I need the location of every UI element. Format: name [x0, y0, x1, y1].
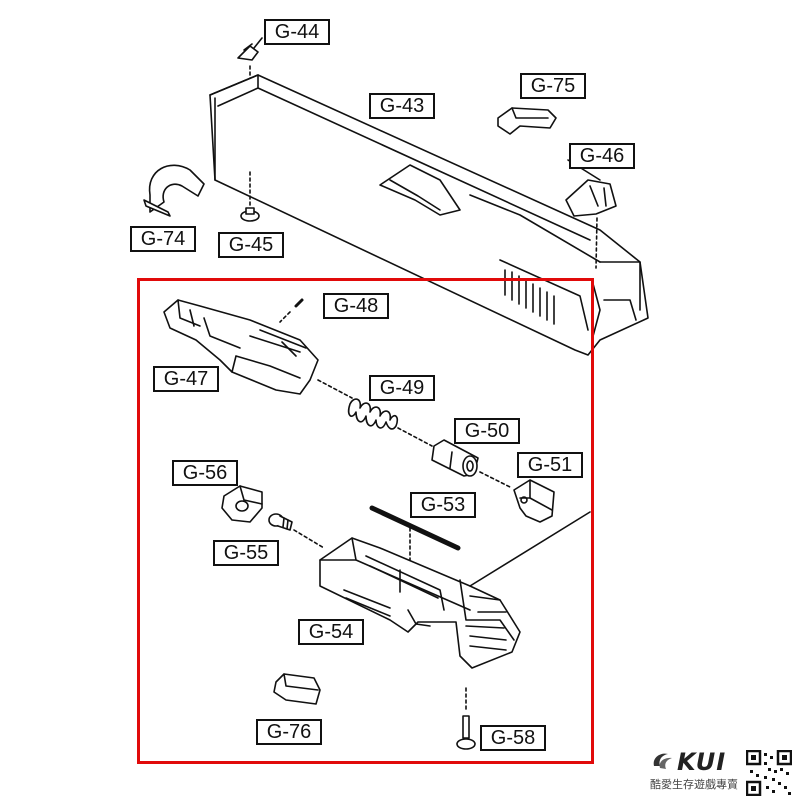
label-g45: G-45 [218, 232, 284, 258]
label-g55: G-55 [213, 540, 279, 566]
part-g47-assembly [163, 299, 353, 399]
brand-emblem-icon [653, 753, 672, 769]
label-g58: G-58 [480, 725, 546, 751]
label-g46: G-46 [569, 143, 635, 169]
part-g75 [497, 107, 557, 135]
part-g58-screw [456, 687, 476, 750]
part-g56 [221, 485, 263, 523]
brand-logo: KUI 酷愛生存遊戲專賣 [650, 748, 740, 794]
part-g43-slide [209, 74, 649, 356]
label-g53: G-53 [410, 492, 476, 518]
label-g76: G-76 [256, 719, 322, 745]
label-g43: G-43 [369, 93, 435, 119]
qr-code-icon [746, 750, 792, 796]
label-g47: G-47 [153, 366, 219, 392]
part-g54-block [319, 511, 591, 669]
label-g49: G-49 [369, 375, 435, 401]
part-g55-screw [268, 513, 325, 549]
brand-wordmark: KUI [677, 748, 727, 776]
label-g74: G-74 [130, 226, 196, 252]
part-g74 [143, 164, 205, 217]
part-g49-spring [347, 398, 433, 447]
brand-tagline: 酷愛生存遊戲專賣 [650, 778, 738, 791]
label-g56: G-56 [172, 460, 238, 486]
label-g51: G-51 [517, 452, 583, 478]
part-g46-rear-sight [565, 179, 617, 269]
part-g51 [513, 479, 555, 523]
label-g44: G-44 [264, 19, 330, 45]
label-g75: G-75 [520, 73, 586, 99]
label-g48: G-48 [323, 293, 389, 319]
part-g48-pin [279, 298, 304, 323]
highlight-frame [137, 278, 594, 764]
part-g50-cylinder [431, 439, 513, 489]
part-g76 [273, 673, 321, 705]
label-g50: G-50 [454, 418, 520, 444]
label-g54: G-54 [298, 619, 364, 645]
part-g45-screw [240, 171, 260, 222]
